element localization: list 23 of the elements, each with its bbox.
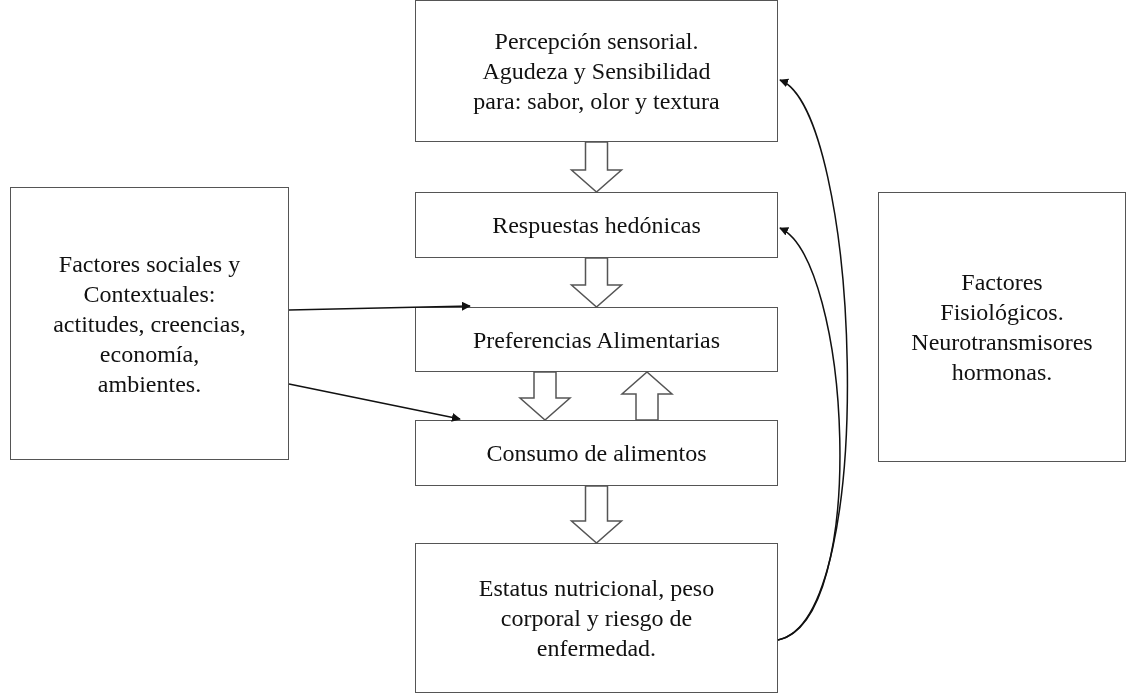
block-arrow — [569, 141, 624, 193]
text-box — [878, 192, 1126, 462]
box-text: Percepción sensorial. Agudeza y Sensibilidad para: sabor, olor y textura — [472, 27, 721, 116]
block-arrow — [518, 371, 572, 421]
text-box — [415, 192, 778, 258]
arrow — [288, 383, 461, 422]
text-box — [415, 543, 778, 693]
box-text: Factores Fisiológicos. Neurotransmisores hormonas. — [910, 268, 1094, 387]
curved-arrow — [777, 227, 841, 641]
box-text: Factores sociales y Contextuales: actitudes, creencias, economía, ambientes. — [52, 249, 247, 399]
text-box — [415, 0, 778, 142]
curved-arrow — [777, 79, 848, 641]
block-arrow — [569, 257, 624, 308]
text-box — [415, 307, 778, 372]
arrow — [288, 301, 471, 311]
text-box — [415, 420, 778, 486]
block-arrow — [620, 371, 674, 421]
box-text: Respuestas hedónicas — [492, 211, 701, 240]
box-text: Estatus nutricional, peso corporal y riesgo de enfermedad. — [477, 574, 716, 663]
box-text: Preferencias Alimentarias — [472, 325, 721, 355]
box-text: Consumo de alimentos — [486, 439, 707, 468]
text-box — [10, 187, 289, 460]
block-arrow — [569, 485, 624, 544]
